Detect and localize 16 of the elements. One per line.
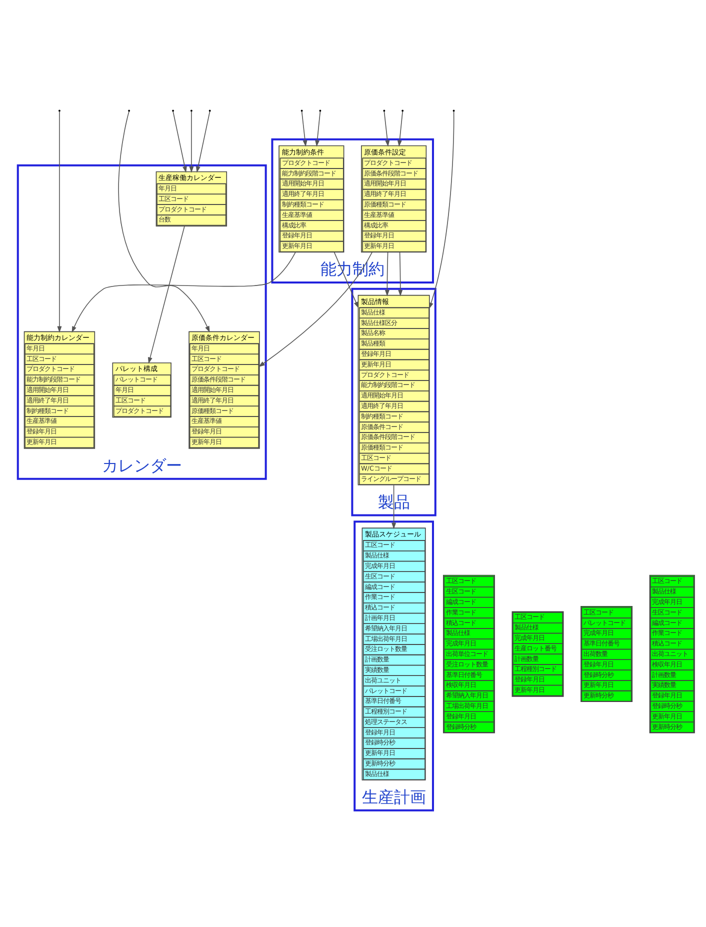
arrow bbox=[397, 111, 403, 147]
arrow bbox=[398, 252, 403, 296]
arrow bbox=[196, 111, 210, 173]
arrow bbox=[315, 111, 321, 147]
arrow bbox=[189, 111, 194, 173]
arrow bbox=[118, 111, 210, 333]
arrow bbox=[148, 226, 185, 364]
arrow bbox=[72, 252, 296, 333]
arrow bbox=[384, 111, 390, 147]
arrow bbox=[428, 111, 454, 310]
arrow bbox=[172, 111, 187, 173]
arrow bbox=[392, 484, 396, 530]
arrow bbox=[384, 252, 390, 296]
arrow bbox=[258, 252, 372, 368]
arrow bbox=[301, 111, 308, 147]
arrow bbox=[57, 111, 62, 333]
